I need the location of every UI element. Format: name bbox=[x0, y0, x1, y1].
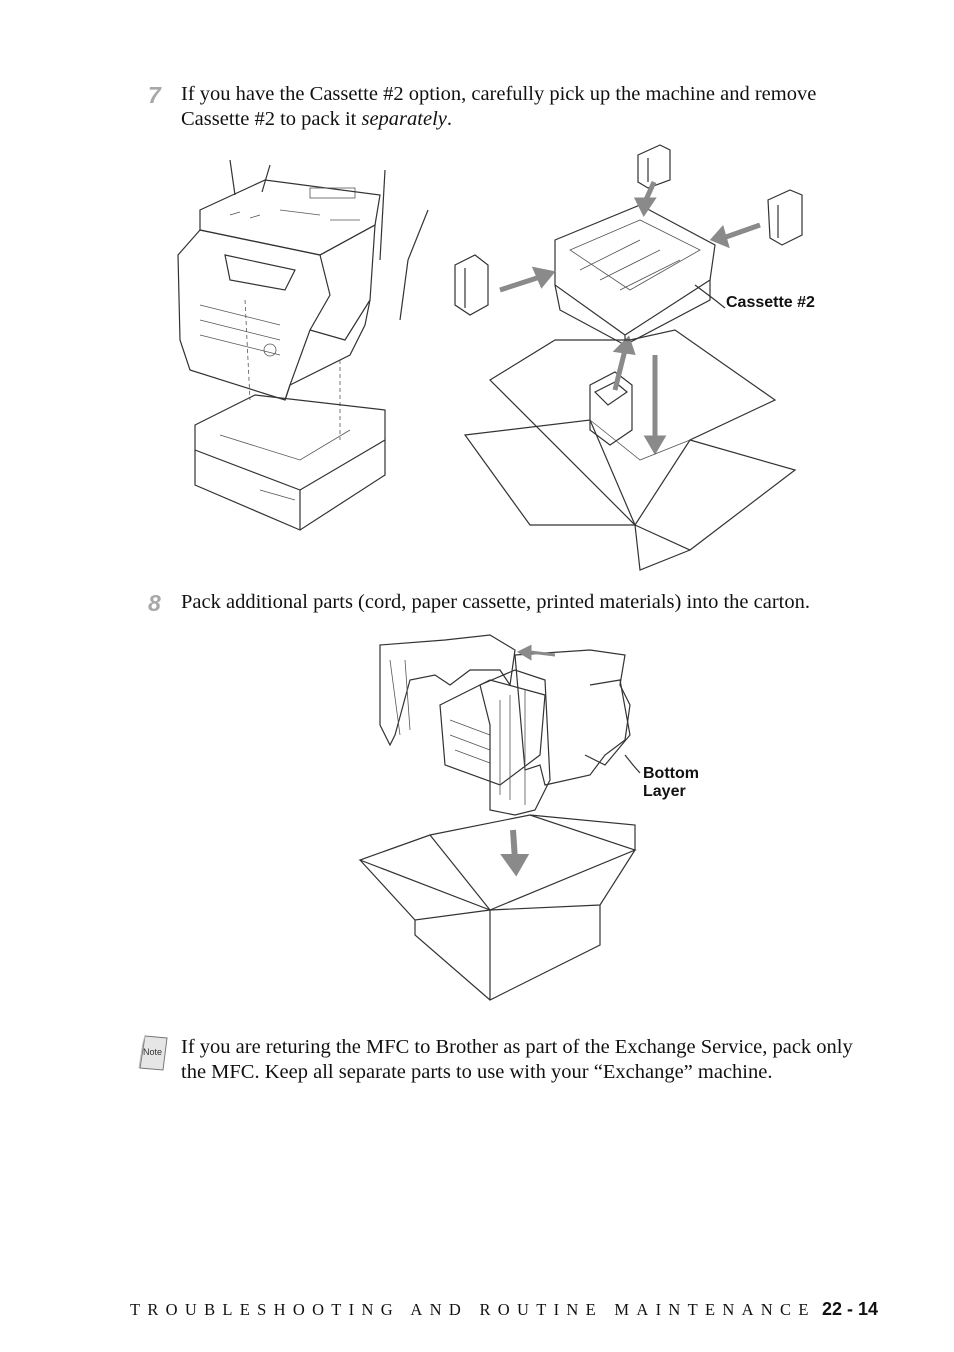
emphasis-separately: separately bbox=[361, 108, 447, 130]
figure-remove-cassette: Cassette #2 bbox=[177, 144, 815, 571]
carton-box-illustration-2 bbox=[358, 814, 637, 1001]
step-7-text: If you have the Cassette #2 option, care… bbox=[181, 83, 817, 130]
figure-pack-carton: Bottom Layer bbox=[358, 634, 699, 1001]
packing-assembly-illustration bbox=[379, 634, 631, 816]
cassette-2-leader-line bbox=[694, 284, 726, 309]
step-7-number: 7 bbox=[148, 82, 161, 108]
note-icon-label: Note bbox=[143, 1047, 162, 1057]
bottom-layer-leader-line bbox=[624, 754, 641, 774]
bottom-layer-callout-line2: Layer bbox=[643, 783, 686, 800]
foam-pieces bbox=[454, 144, 803, 446]
footer-section-title: TROUBLESHOOTING AND ROUTINE MAINTENANCE bbox=[130, 1300, 816, 1319]
note-text: If you are returing the MFC to Brother a… bbox=[181, 1036, 853, 1083]
footer-page-number: 22 - 14 bbox=[821, 1299, 878, 1319]
page-footer: TROUBLESHOOTING AND ROUTINE MAINTENANCE … bbox=[130, 1299, 878, 1324]
mfc-machine-illustration bbox=[177, 179, 381, 401]
step-8-number: 8 bbox=[148, 590, 161, 616]
down-arrow bbox=[500, 829, 530, 877]
hand-lines bbox=[229, 159, 429, 321]
step-8-text: Pack additional parts (cord, paper casse… bbox=[181, 591, 811, 613]
bottom-layer-callout-line1: Bottom bbox=[643, 765, 699, 782]
cassette-2-base-illustration bbox=[194, 394, 386, 531]
assembly-arrow bbox=[516, 644, 556, 661]
note-icon: Note bbox=[138, 1035, 168, 1071]
packing-arrows bbox=[499, 180, 761, 455]
cassette-2-with-packing bbox=[554, 204, 716, 346]
carton-box-illustration bbox=[463, 329, 797, 571]
cassette-2-callout: Cassette #2 bbox=[726, 294, 815, 311]
